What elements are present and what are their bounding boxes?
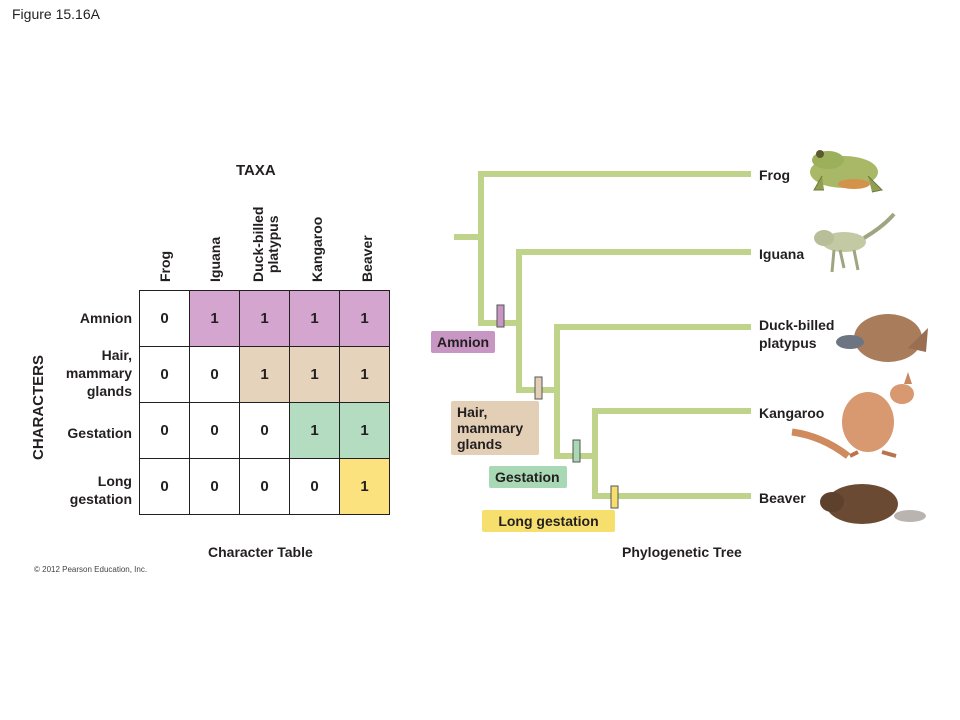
figure-label: Figure 15.16A — [12, 6, 100, 22]
tree-label-hair: Hair, mammary glands — [451, 401, 539, 455]
tree-branch-iguana — [478, 249, 751, 393]
row-header-long-gestation: Long gestation — [69, 473, 132, 507]
table-cell: 1 — [239, 290, 290, 347]
table-cell: 0 — [139, 458, 190, 515]
table-cell: 1 — [289, 402, 340, 459]
taxa-title: TAXA — [236, 162, 276, 179]
tree-branch-kangaroo — [554, 408, 751, 499]
table-cell: 0 — [189, 458, 240, 515]
table-cell: 1 — [289, 346, 340, 403]
character-table: 0 1 1 1 1 0 0 1 1 1 0 0 0 1 1 0 0 0 0 1 — [139, 290, 390, 515]
tree-branch-platypus — [516, 324, 751, 459]
table-cell: 0 — [139, 290, 190, 347]
taxon-platypus: Duck-billed platypus — [759, 317, 835, 351]
table-cell: 0 — [139, 346, 190, 403]
row-header-gestation: Gestation — [67, 425, 132, 441]
taxon-beaver: Beaver — [759, 490, 806, 506]
table-caption: Character Table — [208, 544, 313, 560]
long-gestation-marker — [610, 485, 619, 509]
copyright: © 2012 Pearson Education, Inc. — [34, 565, 148, 574]
tree-label-amnion: Amnion — [431, 331, 496, 353]
table-cell: 0 — [239, 402, 290, 459]
kangaroo-illustration — [791, 372, 914, 459]
gestation-marker — [572, 439, 581, 463]
row-header-hair: Hair, mammary glands — [65, 347, 132, 399]
tree-caption: Phylogenetic Tree — [622, 544, 742, 560]
table-cell: 0 — [239, 458, 290, 515]
table-cell: 0 — [189, 402, 240, 459]
table-row: 0 0 0 0 1 — [139, 458, 390, 515]
table-row: 0 0 1 1 1 — [139, 346, 390, 403]
iguana-illustration — [814, 212, 896, 273]
table-cell: 1 — [339, 346, 390, 403]
platypus-illustration — [836, 314, 928, 362]
table-cell: 0 — [189, 346, 240, 403]
amnion-marker — [496, 304, 505, 328]
row-header-amnion: Amnion — [79, 310, 132, 326]
taxon-kangaroo: Kangaroo — [759, 405, 825, 421]
table-cell: 1 — [189, 290, 240, 347]
tree-branch-frog — [478, 171, 751, 326]
table-cell: 1 — [339, 402, 390, 459]
taxon-iguana: Iguana — [759, 246, 805, 262]
taxon-frog: Frog — [759, 167, 791, 183]
table-cell: 1 — [339, 290, 390, 347]
tree-label-gestation: Gestation — [489, 466, 567, 488]
table-cell: 1 — [339, 458, 390, 515]
table-cell: 1 — [239, 346, 290, 403]
frog-illustration — [810, 150, 884, 193]
tree-label-long-gestation: Long gestation — [482, 510, 615, 532]
table-cell: 0 — [289, 458, 340, 515]
hair-marker — [534, 376, 543, 400]
beaver-illustration — [820, 484, 926, 524]
